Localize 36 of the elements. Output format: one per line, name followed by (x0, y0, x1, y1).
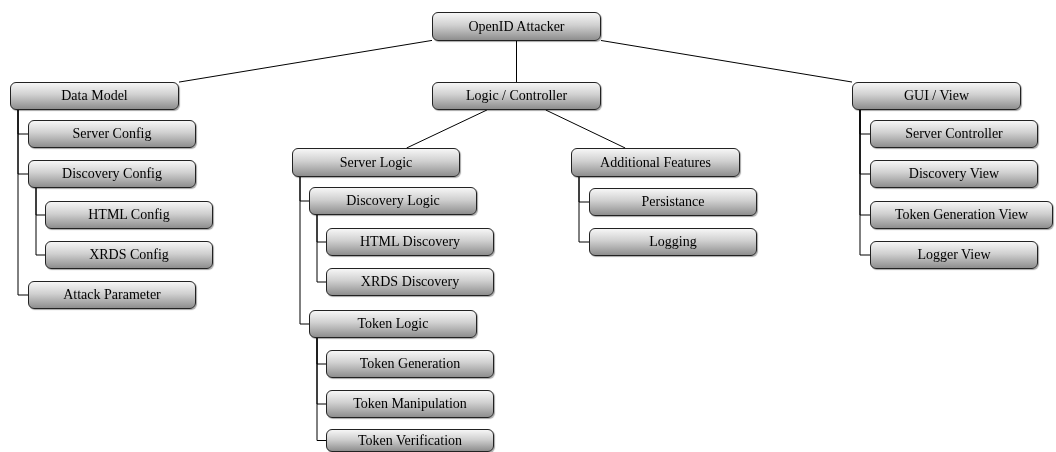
connector-line (299, 176, 310, 325)
connector-line (406, 109, 488, 149)
tree-node-box: Discovery View (870, 160, 1038, 188)
tree-node-box: Data Model (10, 82, 179, 110)
tree-node-box: Token Logic (309, 310, 477, 338)
connector-line (178, 39, 433, 83)
tree-node-box: Logger View (870, 241, 1038, 269)
tree-node-box: OpenID Attacker (432, 12, 601, 41)
tree-node-box: HTML Config (45, 201, 213, 229)
tree-node-box: Logic / Controller (432, 82, 601, 110)
connector-line (600, 40, 853, 83)
tree-node-box: Persistance (589, 188, 757, 216)
connector-line (578, 176, 590, 243)
tree-node-box: Logging (589, 228, 757, 256)
tree-node-box: Attack Parameter (28, 281, 196, 309)
tree-node-box: Token Manipulation (326, 390, 494, 418)
connector-line (35, 187, 46, 256)
tree-node-box: XRDS Config (45, 241, 213, 269)
tree-node-box: Server Logic (292, 148, 460, 177)
connector-line (516, 40, 517, 83)
connector-line (545, 109, 626, 149)
connector-line (316, 214, 327, 283)
connector-line (17, 109, 29, 296)
tree-node-box: XRDS Discovery (326, 268, 494, 296)
tree-node-box: Additional Features (571, 148, 740, 177)
tree-node-box: Token Verification (326, 429, 494, 452)
tree-node-box: Token Generation View (870, 201, 1053, 229)
connector-line (859, 109, 871, 256)
tree-node-box: Server Controller (870, 120, 1038, 148)
tree-node-box: GUI / View (852, 82, 1021, 110)
connector-line (316, 337, 327, 441)
tree-node-box: Discovery Config (28, 160, 196, 188)
tree-node-box: Server Config (28, 120, 196, 148)
tree-node-box: Token Generation (326, 350, 494, 378)
tree-node-box: HTML Discovery (326, 228, 494, 256)
tree-node-box: Discovery Logic (309, 187, 477, 215)
